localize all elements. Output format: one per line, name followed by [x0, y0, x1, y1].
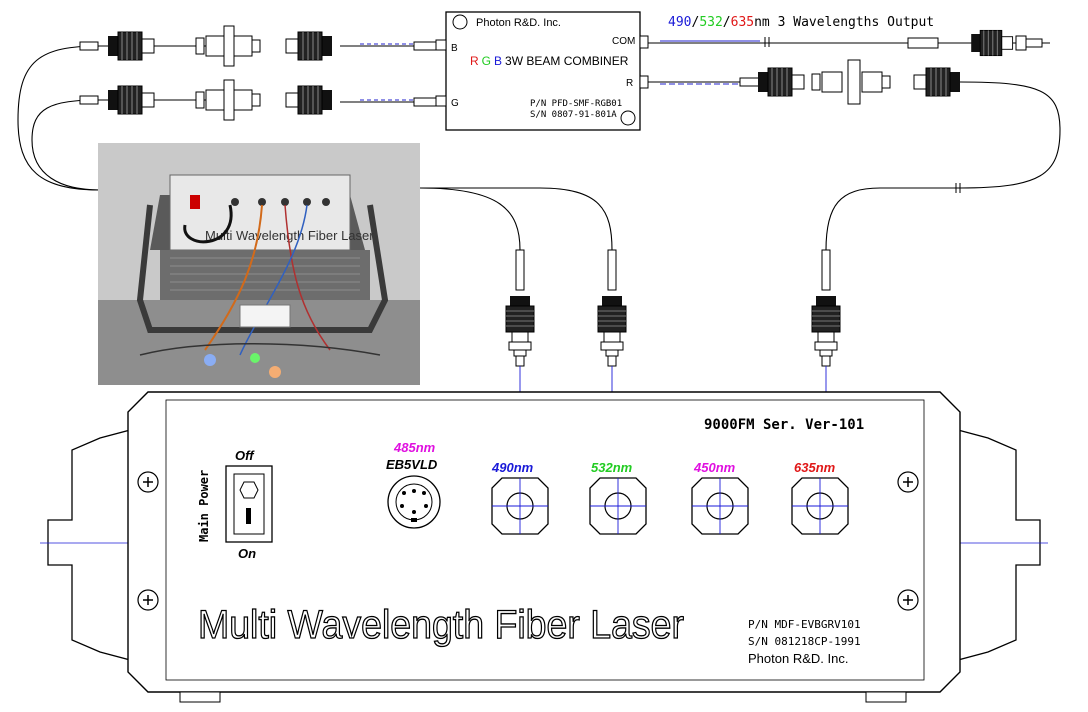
panel-sn: S/N 081218CP-1991 — [748, 635, 861, 648]
port-label-532: 532nm — [591, 460, 633, 475]
device-photo: Multi Wavelength Fiber Laser — [98, 143, 420, 385]
connector-chain-b — [79, 25, 447, 67]
front-fiber-connectors — [505, 249, 841, 367]
connector-chain-g — [79, 79, 447, 121]
output-connector — [907, 29, 1043, 57]
output-rest: nm 3 Wavelengths Output — [754, 15, 934, 30]
panel-title: Multi Wavelength Fiber Laser — [198, 603, 684, 647]
combiner-title-r: R — [470, 54, 479, 68]
beam-combiner-box — [435, 11, 649, 131]
combiner-title-rest: 3W BEAM COMBINER — [505, 54, 629, 68]
output-w1: 490 — [668, 15, 691, 30]
output-sep1: / — [691, 15, 699, 30]
output-label: 490/532/635nm 3 Wavelengths Output — [668, 15, 934, 30]
port-label-635: 635nm — [794, 460, 836, 475]
combiner-port-b: B — [451, 43, 458, 54]
combiner-title-b: B — [494, 54, 502, 68]
output-w3: 635 — [731, 15, 754, 30]
combiner-port-r: R — [626, 78, 633, 89]
fiber-cables — [17, 42, 1061, 251]
main-power-label: Main Power — [197, 470, 211, 542]
combiner-port-g: G — [451, 98, 459, 109]
combiner-sn: S/N 0807-91-801A — [530, 110, 617, 120]
din-model-label: EB5VLD — [386, 457, 438, 472]
panel-brand: Photon R&D. Inc. — [748, 651, 848, 666]
port-label-450: 450nm — [693, 460, 736, 475]
switch-off-label: Off — [235, 448, 255, 463]
panel-pn: P/N MDF-EVBGRV101 — [748, 618, 861, 631]
combiner-brand: Photon R&D. Inc. — [476, 17, 561, 29]
output-sep2: / — [723, 15, 731, 30]
switch-on-label: On — [238, 546, 256, 561]
combiner-port-com: COM — [612, 36, 635, 47]
panel-series: 9000FM Ser. Ver-101 — [704, 417, 864, 433]
photo-front-text: Multi Wavelength Fiber Laser — [205, 228, 374, 243]
combiner-pn: P/N PFD-SMF-RGB01 — [530, 99, 622, 109]
port-label-490: 490nm — [491, 460, 534, 475]
connector-chain-r — [739, 59, 961, 105]
front-panel — [40, 391, 1048, 703]
din-wavelength-label: 485nm — [393, 440, 436, 455]
output-w2: 532 — [699, 15, 722, 30]
combiner-title-g: G — [482, 54, 491, 68]
